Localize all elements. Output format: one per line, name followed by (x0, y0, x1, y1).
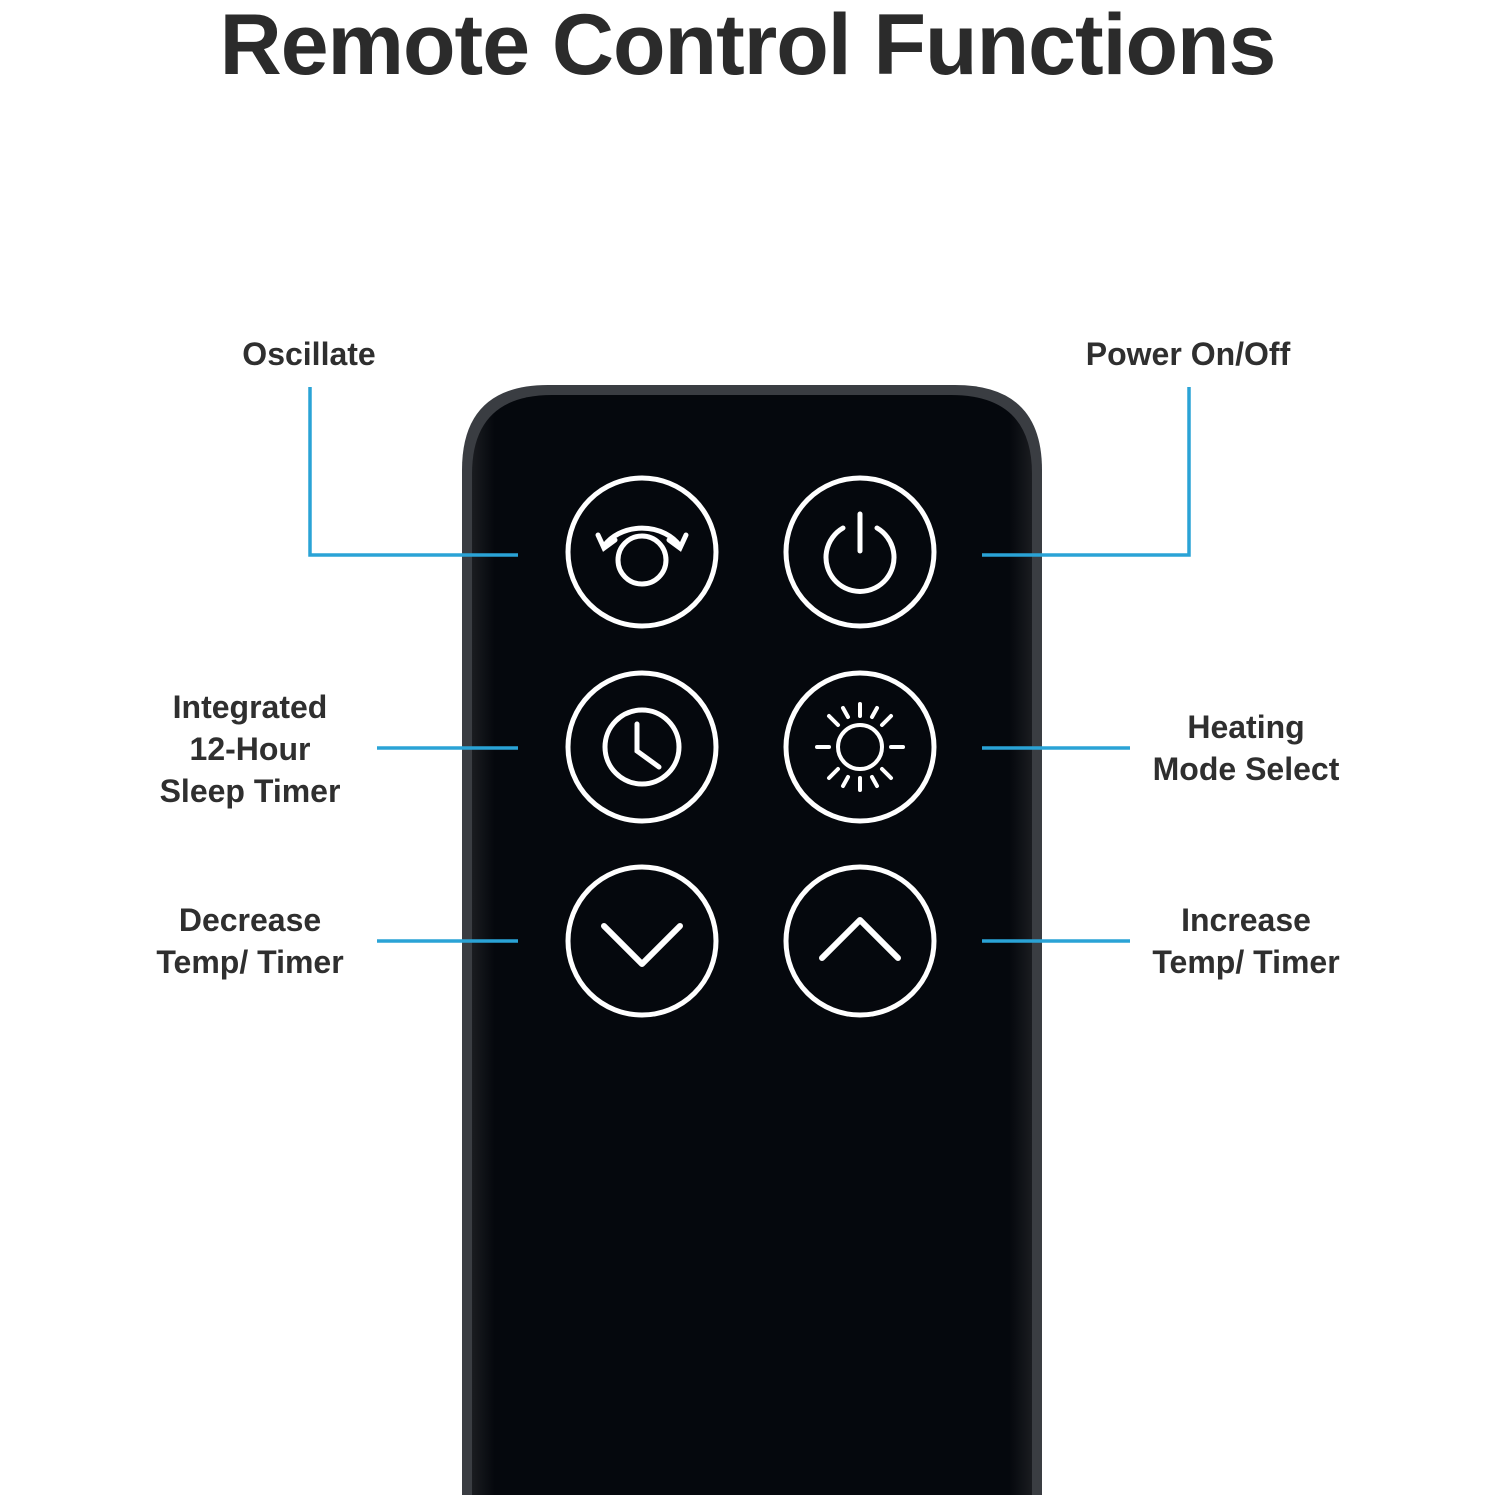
label-timer: Integrated 12-Hour Sleep Timer (159, 689, 341, 809)
power-button[interactable] (783, 475, 937, 629)
chevron-up-icon (819, 917, 901, 961)
sun-icon (815, 702, 905, 792)
page-title: Remote Control Functions (219, 0, 1277, 93)
label-power: Power On/Off (1085, 336, 1291, 372)
power-icon (823, 511, 897, 594)
decrease-button[interactable] (565, 864, 719, 1018)
chevron-down-icon (601, 923, 683, 967)
oscillate-button[interactable] (565, 475, 719, 629)
timer-button[interactable] (565, 670, 719, 824)
remote-body (462, 385, 1042, 1495)
clock-icon (602, 707, 682, 787)
label-decrease: Decrease Temp/ Timer (156, 902, 344, 980)
oscillate-icon (595, 525, 689, 587)
leader-line-power (982, 387, 1191, 557)
label-increase: Increase Temp/ Timer (1152, 902, 1340, 980)
leader-line-oscillate (308, 387, 518, 557)
label-oscillate: Oscillate (242, 336, 376, 372)
increase-button[interactable] (783, 864, 937, 1018)
label-heat-mode: Heating Mode Select (1152, 709, 1340, 787)
heat-mode-button[interactable] (783, 670, 937, 824)
